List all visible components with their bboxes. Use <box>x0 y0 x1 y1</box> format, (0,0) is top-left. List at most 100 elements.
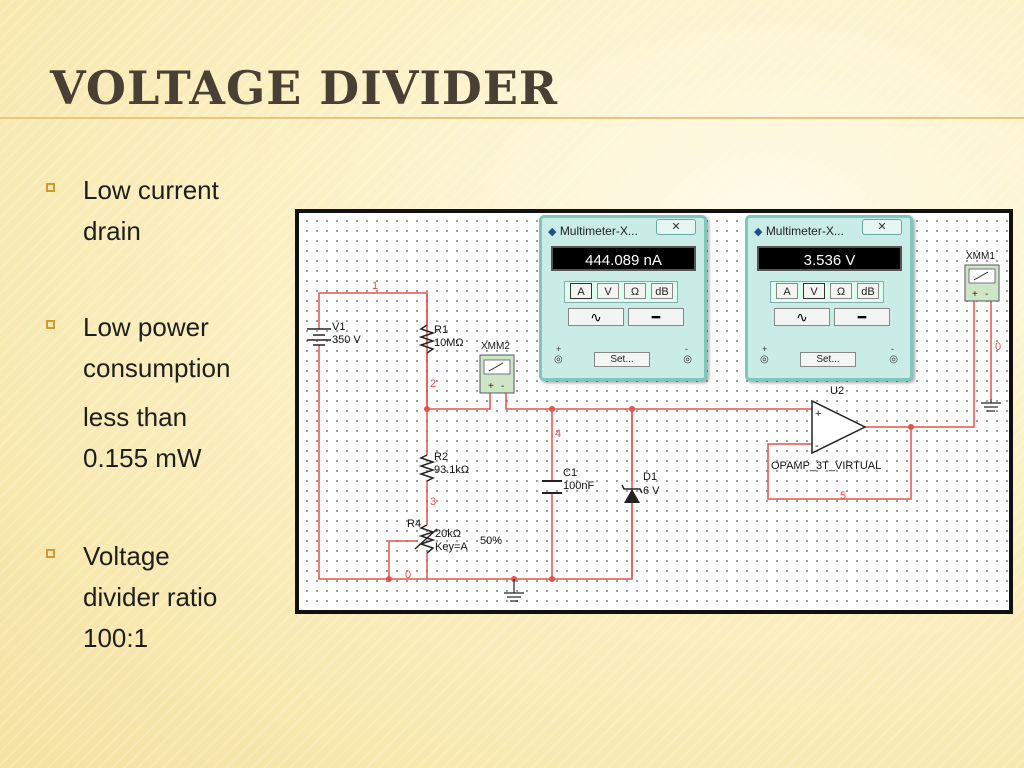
opamp-minus: - <box>815 440 819 452</box>
terminal-minus-icon: ◎ <box>683 354 692 365</box>
bullet-line: divider ratio <box>83 582 218 612</box>
xmm2-minus: - <box>501 381 504 392</box>
label-u2-value: OPAMP_3T_VIRTUAL <box>771 460 881 472</box>
set-button[interactable]: Set... <box>594 352 650 367</box>
opamp-symbol: + - <box>811 399 867 455</box>
mode-selector: A V Ω dB <box>564 281 678 303</box>
node-labels: 1 2 3 4 5 0 0 <box>372 280 1001 581</box>
resistor-symbols <box>414 324 438 554</box>
pot-arrow <box>414 528 438 550</box>
junction <box>549 576 555 582</box>
xmm2-plus: + <box>488 381 494 392</box>
mode-selector: A V Ω dB <box>770 281 884 303</box>
dc-mode-button[interactable]: ━ <box>834 308 890 326</box>
battery-symbol <box>307 328 331 346</box>
bullet-line: drain <box>83 216 141 246</box>
set-button[interactable]: Set... <box>800 352 856 367</box>
mode-db-button[interactable]: dB <box>651 283 673 299</box>
label-r2: R2 <box>434 451 448 463</box>
bullet-line: 100:1 <box>83 623 149 653</box>
terminal-plus-icon: ◎ <box>554 354 563 365</box>
close-button[interactable]: ✕ <box>862 219 902 235</box>
mode-ohmmeter-button[interactable]: Ω <box>624 283 646 299</box>
multimeter-app-icon: ◆ <box>548 226 557 238</box>
mode-voltmeter-button[interactable]: V <box>803 283 825 299</box>
label-r2-value: 93.1kΩ <box>434 464 469 476</box>
bullet-line: Low current <box>83 175 219 205</box>
meter-reading: 444.089 nA <box>551 246 696 271</box>
bullet-line: consumption <box>83 353 231 383</box>
label-u2: U2 <box>830 385 844 397</box>
label-c1: C1 <box>563 467 577 479</box>
junctions <box>386 406 914 582</box>
xmm2-instrument[interactable]: + - <box>479 354 515 394</box>
terminal-plus-icon: ◎ <box>760 354 769 365</box>
mode-db-button[interactable]: dB <box>857 283 879 299</box>
wire <box>318 292 428 409</box>
capacitor-symbol <box>542 480 562 494</box>
dc-line-icon: ━ <box>857 309 867 325</box>
bullet-text: Voltage divider ratio 100:1 <box>83 536 293 659</box>
circuit-diagram: + - + - <box>295 209 1013 614</box>
mode-ohmmeter-button[interactable]: Ω <box>830 283 852 299</box>
junction <box>549 406 555 412</box>
wire <box>865 301 975 428</box>
node-label: 0 <box>995 341 1001 353</box>
mode-voltmeter-button[interactable]: V <box>597 283 619 299</box>
bullet-text: Low current drain <box>83 170 293 252</box>
terminal-minus: - <box>891 344 894 354</box>
multimeter-titlebar[interactable]: ◆ Multimeter-X... <box>548 224 638 238</box>
mode-ammeter-button[interactable]: A <box>570 283 592 299</box>
ground-symbols <box>504 399 1001 602</box>
bullet-line: Low power <box>83 312 209 342</box>
node-label: 4 <box>555 428 561 440</box>
dc-mode-button[interactable]: ━ <box>628 308 684 326</box>
schematic: + - + - <box>307 251 1001 602</box>
label-v1: V1 <box>332 321 345 333</box>
multimeter-window-voltage[interactable]: ◆ Multimeter-X... ✕ 3.536 V A V Ω dB ∿ ━… <box>745 215 913 381</box>
node-label: 1 <box>372 280 378 292</box>
terminal-plus: + <box>762 344 768 354</box>
close-button[interactable]: ✕ <box>656 219 696 235</box>
sine-wave-icon: ∿ <box>796 309 808 325</box>
wire <box>767 427 912 500</box>
bullet-marker <box>46 320 55 329</box>
sub-line: less than <box>83 402 188 432</box>
bullet-text: Low power consumption <box>83 307 293 389</box>
multimeter-titlebar[interactable]: ◆ Multimeter-X... <box>754 224 844 238</box>
multimeter-app-icon: ◆ <box>754 226 763 238</box>
junction <box>908 424 914 430</box>
xmm1-instrument[interactable]: + - <box>964 264 1000 302</box>
junction <box>386 576 392 582</box>
xmm1-plus: + <box>972 289 978 300</box>
component-labels: V1 350 V R1 10MΩ R2 93.1kΩ R4 20kΩ Key=A… <box>332 251 995 553</box>
terminal-minus-icon: ◎ <box>889 354 898 365</box>
wire <box>505 393 812 410</box>
mode-ammeter-button[interactable]: A <box>776 283 798 299</box>
label-r4-percent: 50% <box>480 535 502 547</box>
wires <box>318 292 992 580</box>
label-r4-value: 20kΩ <box>435 528 461 540</box>
label-r1: R1 <box>434 324 448 336</box>
node-label: 3 <box>430 496 436 508</box>
diode-symbol <box>621 484 643 503</box>
node-label: 5 <box>840 490 846 502</box>
terminal-plus: + <box>556 344 562 354</box>
resistor-r2 <box>418 454 436 482</box>
label-xmm2: XMM2 <box>481 341 510 352</box>
label-c1-value: 100nF <box>563 480 594 492</box>
junction <box>424 406 430 412</box>
multimeter-title: Multimeter-X... <box>559 224 638 238</box>
multimeter-window-current[interactable]: ◆ Multimeter-X... ✕ 444.089 nA A V Ω dB … <box>539 215 707 381</box>
node-label: 2 <box>430 378 436 390</box>
bullet-line: Voltage <box>83 541 170 571</box>
ac-mode-button[interactable]: ∿ <box>568 308 624 326</box>
ac-mode-button[interactable]: ∿ <box>774 308 830 326</box>
slide-title: VOLTAGE DIVIDER <box>50 61 559 115</box>
sub-line: 0.155 mW <box>83 443 202 473</box>
label-r4: R4 <box>407 518 421 530</box>
bullet-marker <box>46 183 55 192</box>
label-r1-value: 10MΩ <box>434 337 464 349</box>
label-d1-value: 6 V <box>643 485 660 497</box>
